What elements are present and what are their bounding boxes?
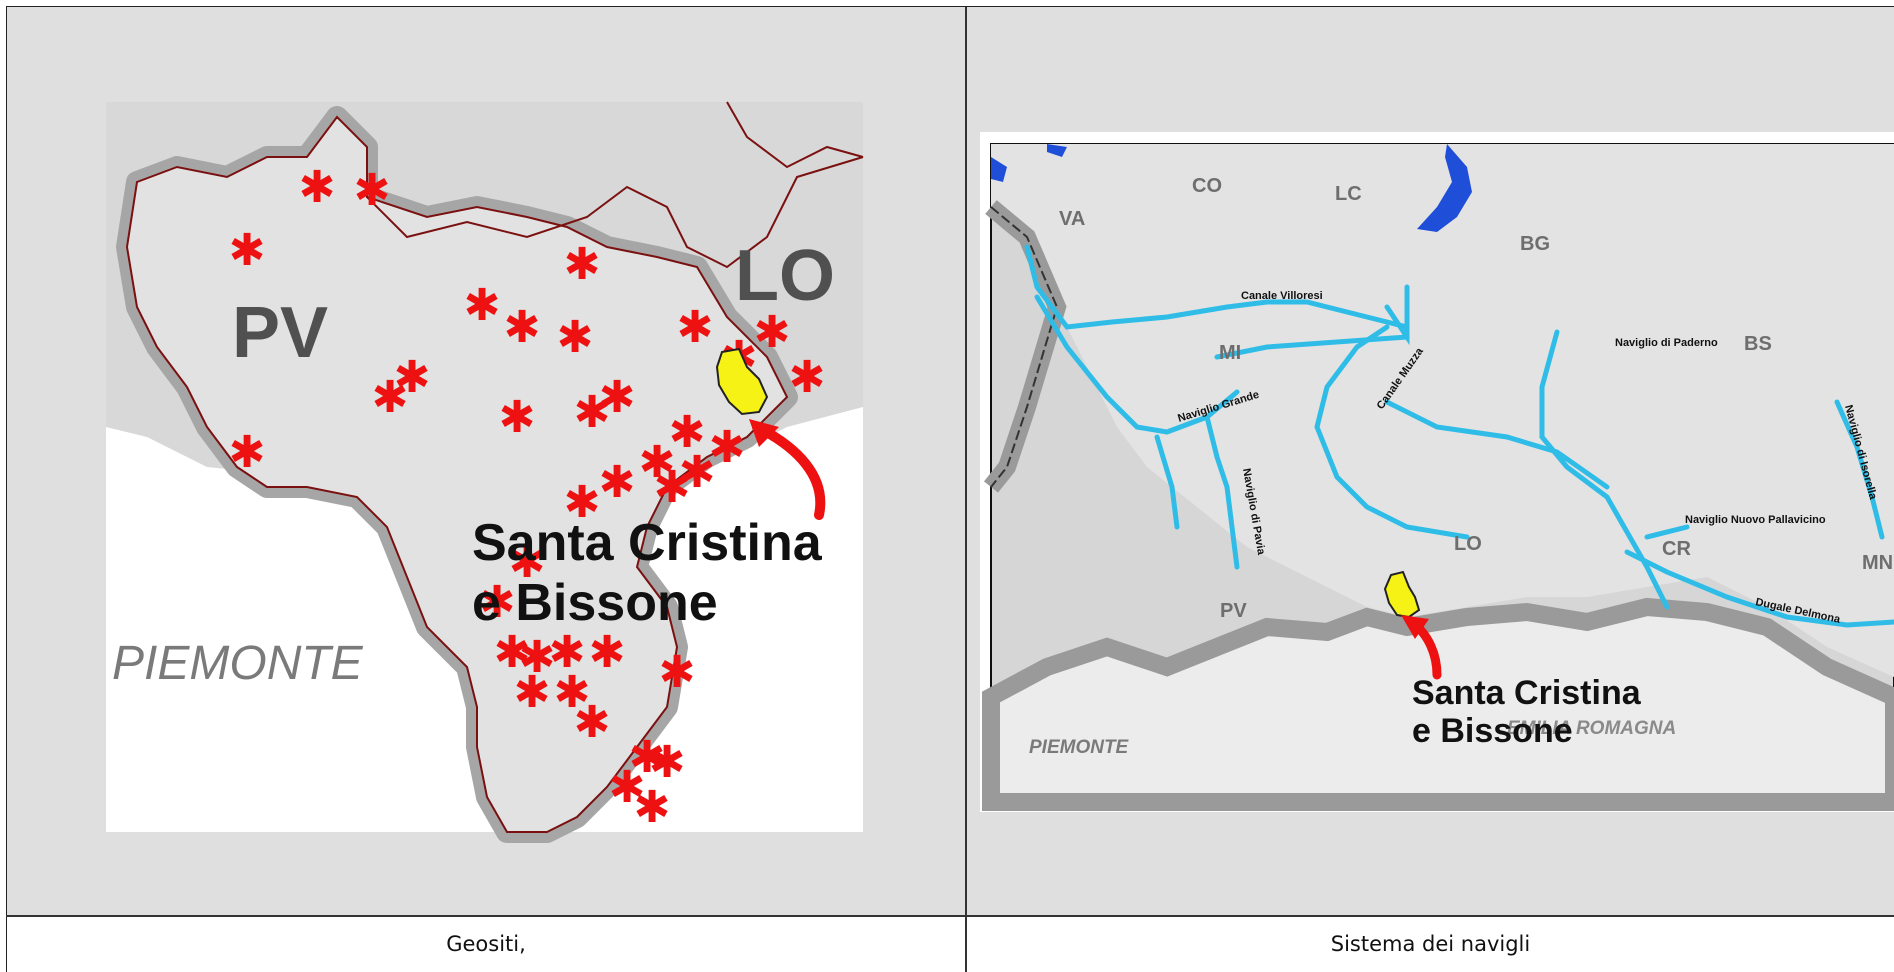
geosite-marker: ✱ [599,458,636,507]
caption-geositi: Geositi, [7,917,965,972]
emilia-region [982,597,1894,811]
geosite-marker: ✱ [394,353,431,402]
naviglio-paderno-line [1539,329,1670,610]
geosite-marker: ✱ [354,166,391,215]
canal-branch-line [1644,524,1690,540]
navigli-map-cell: VA CO LC BG BS MI LO PV CR MN PIEMONTE E… [967,7,1894,915]
pv-province-border [125,115,789,833]
geosite-marker: ✱ [574,388,611,437]
geosite-marker: ✱ [499,393,536,442]
table-divider [965,915,967,972]
geosite-marker: ✱ [229,226,266,275]
pv-label: PV [232,293,328,373]
geosite-marker: ✱ [494,628,531,677]
lake-shape [991,157,1007,182]
geosite-marker: ✱ [557,313,594,362]
caption-navigli: Sistema dei navigli [967,917,1894,972]
table-divider [6,915,1894,917]
geosite-marker: ✱ [564,240,601,289]
geosite-marker: ✱ [372,373,409,422]
canal-network [1024,244,1894,628]
geosite-marker: ✱ [677,303,714,352]
geosite-marker: ✱ [789,353,826,402]
santa-cristina-area [715,347,769,416]
geosite-marker: ✱ [754,308,791,357]
province-border-line [726,101,864,169]
geosite-marker: ✱ [229,428,266,477]
province-label: BG [1520,233,1550,255]
province-border-line [366,156,864,269]
region-label-emilia: EMILIA ROMAGNA [1507,718,1676,739]
canal-label: Canale Villoresi [1241,290,1323,302]
western-border-line [990,206,1059,488]
geosite-marker: ✱ [589,628,626,677]
province-label: MN [1862,552,1893,574]
geosite-markers: ✱ ✱ ✱ ✱ ✱ ✱ ✱ ✱ ✱ ✱ ✱ ✱ ✱ ✱ ✱ ✱ ✱ ✱ ✱ ✱ … [229,163,826,832]
geositi-map-cell: ✱ ✱ ✱ ✱ ✱ ✱ ✱ ✱ ✱ ✱ ✱ ✱ ✱ ✱ ✱ ✱ ✱ ✱ ✱ ✱ … [7,7,967,915]
province-label: VA [1059,208,1085,230]
geositi-map: ✱ ✱ ✱ ✱ ✱ ✱ ✱ ✱ ✱ ✱ ✱ ✱ ✱ ✱ ✱ ✱ ✱ ✱ ✱ ✱ … [106,101,864,843]
province-label: MI [1219,342,1241,364]
arrow-head-icon [749,419,779,447]
province-label: CR [1662,538,1691,560]
province-labels: VA CO LC BG BS MI LO PV CR MN [1059,175,1893,622]
naviglio-isorella-line [1834,399,1885,540]
geosite-marker: ✱ [479,578,516,627]
geosite-marker: ✱ [629,733,666,782]
province-label: LC [1335,183,1362,205]
canal-branch-line [1214,334,1410,360]
geosite-marker: ✱ [554,668,591,717]
annotation-line-1: Santa Cristina [1412,674,1642,712]
navigli-map: VA CO LC BG BS MI LO PV CR MN PIEMONTE E… [980,132,1894,812]
santa-cristina-area [1383,570,1421,619]
province-label: PV [1220,600,1247,622]
dugale-delmona-line [1624,549,1894,628]
province-label: CO [1192,175,1222,197]
geosite-marker: ✱ [509,538,546,587]
table-frame [6,6,1894,972]
geosite-marker: ✱ [574,698,611,747]
province-label: LO [1454,533,1482,555]
canal-branch-line [1154,434,1180,530]
canale-villoresi-line [1024,244,1410,330]
geosite-marker: ✱ [514,668,551,717]
geosite-marker: ✱ [599,373,636,422]
geosite-marker: ✱ [549,628,586,677]
geosite-marker: ✱ [654,463,691,512]
geosite-marker: ✱ [709,423,746,472]
geosite-marker: ✱ [519,633,556,682]
lombardy-region [991,144,1894,677]
geosite-marker: ✱ [649,738,686,787]
geosite-marker: ✱ [504,303,541,352]
geosite-marker: ✱ [669,408,706,457]
geosite-marker: ✱ [299,163,336,212]
canal-label: Naviglio di Paderno [1615,337,1718,349]
lo-label: LO [735,236,835,316]
region-label-piemonte: PIEMONTE [1029,737,1130,758]
annotation-line-2: e Bissone [1412,712,1573,750]
province-label: BS [1744,333,1772,355]
geosite-marker: ✱ [609,763,646,812]
geosite-marker: ✱ [639,438,676,487]
annotation-line-1: Santa Cristina [472,514,823,572]
geosite-marker: ✱ [464,281,501,330]
canal-branch-line [1384,399,1610,490]
annotation-line-2: e Bissone [472,574,718,632]
lake-shape [1417,144,1472,232]
canale-muzza-line [1314,324,1470,540]
geosite-marker: ✱ [634,783,671,832]
geosite-marker: ✱ [564,478,601,527]
naviglio-pavia-line [1204,414,1240,570]
geosite-marker: ✱ [679,448,716,497]
geosite-marker: ✱ [659,648,696,697]
arrow-head-icon [1401,615,1429,639]
piemonte-label: PIEMONTE [112,637,364,690]
lake-shape [1047,144,1067,157]
canal-label: Naviglio Nuovo Pallavicino [1685,514,1826,526]
